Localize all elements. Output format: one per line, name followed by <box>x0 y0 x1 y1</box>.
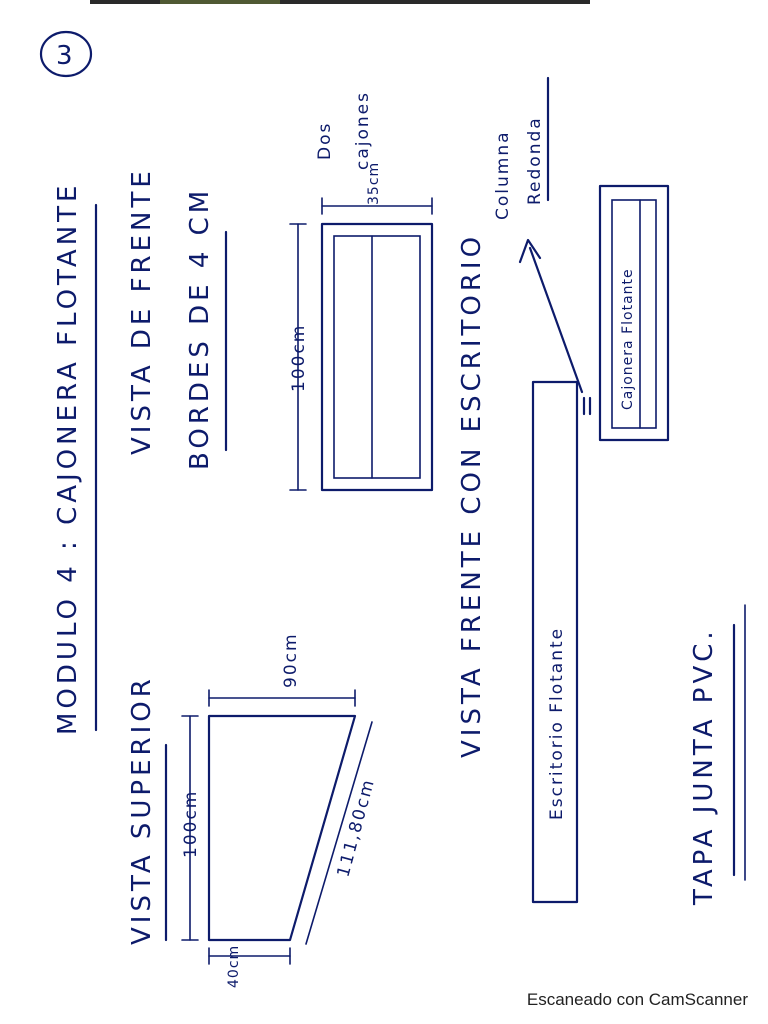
column-note-line2: Redonda <box>525 116 545 205</box>
scanner-watermark: Escaneado con CamScanner <box>526 990 748 1009</box>
scan-edge-tint <box>160 0 280 4</box>
sheet-title: Modulo 4 : Cajonera Flotante <box>53 182 83 735</box>
drawers-note-line1: Dos <box>315 122 335 160</box>
top-left-label: 100cm <box>181 790 201 858</box>
drawing-sheet: 3 Modulo 4 : Cajonera Flotante Vista de … <box>39 30 746 988</box>
desk-view-heading: Vista Frente con Escritorio <box>457 233 487 758</box>
drawers-note-line2: cajones <box>353 91 373 170</box>
top-view-drawing <box>181 689 373 965</box>
column-arrow <box>518 238 584 394</box>
front-view-heading: Vista de Frente <box>127 167 157 455</box>
desk-drawing <box>531 380 579 904</box>
front-view-drawing <box>289 197 434 492</box>
drawer-label: Cajonera Flotante <box>620 268 636 410</box>
front-width-label: 35cm <box>366 162 382 205</box>
top-top-label: 90cm <box>281 632 301 688</box>
page-number-badge: 3 <box>39 30 93 78</box>
front-view-note: Bordes de 4 cm <box>185 187 215 470</box>
pvc-note: Tapa Junta PVC. <box>689 627 719 906</box>
desk-label: Escritorio Flotante <box>547 627 567 820</box>
scan-edge <box>90 0 590 4</box>
page-number: 3 <box>56 41 77 71</box>
top-view-heading: Vista Superior <box>127 675 157 945</box>
column-note-line1: Columna <box>493 130 513 220</box>
floating-drawer-drawing <box>582 184 670 442</box>
front-height-label: 100cm <box>289 324 309 392</box>
top-bottom-label: 40cm <box>226 945 242 988</box>
